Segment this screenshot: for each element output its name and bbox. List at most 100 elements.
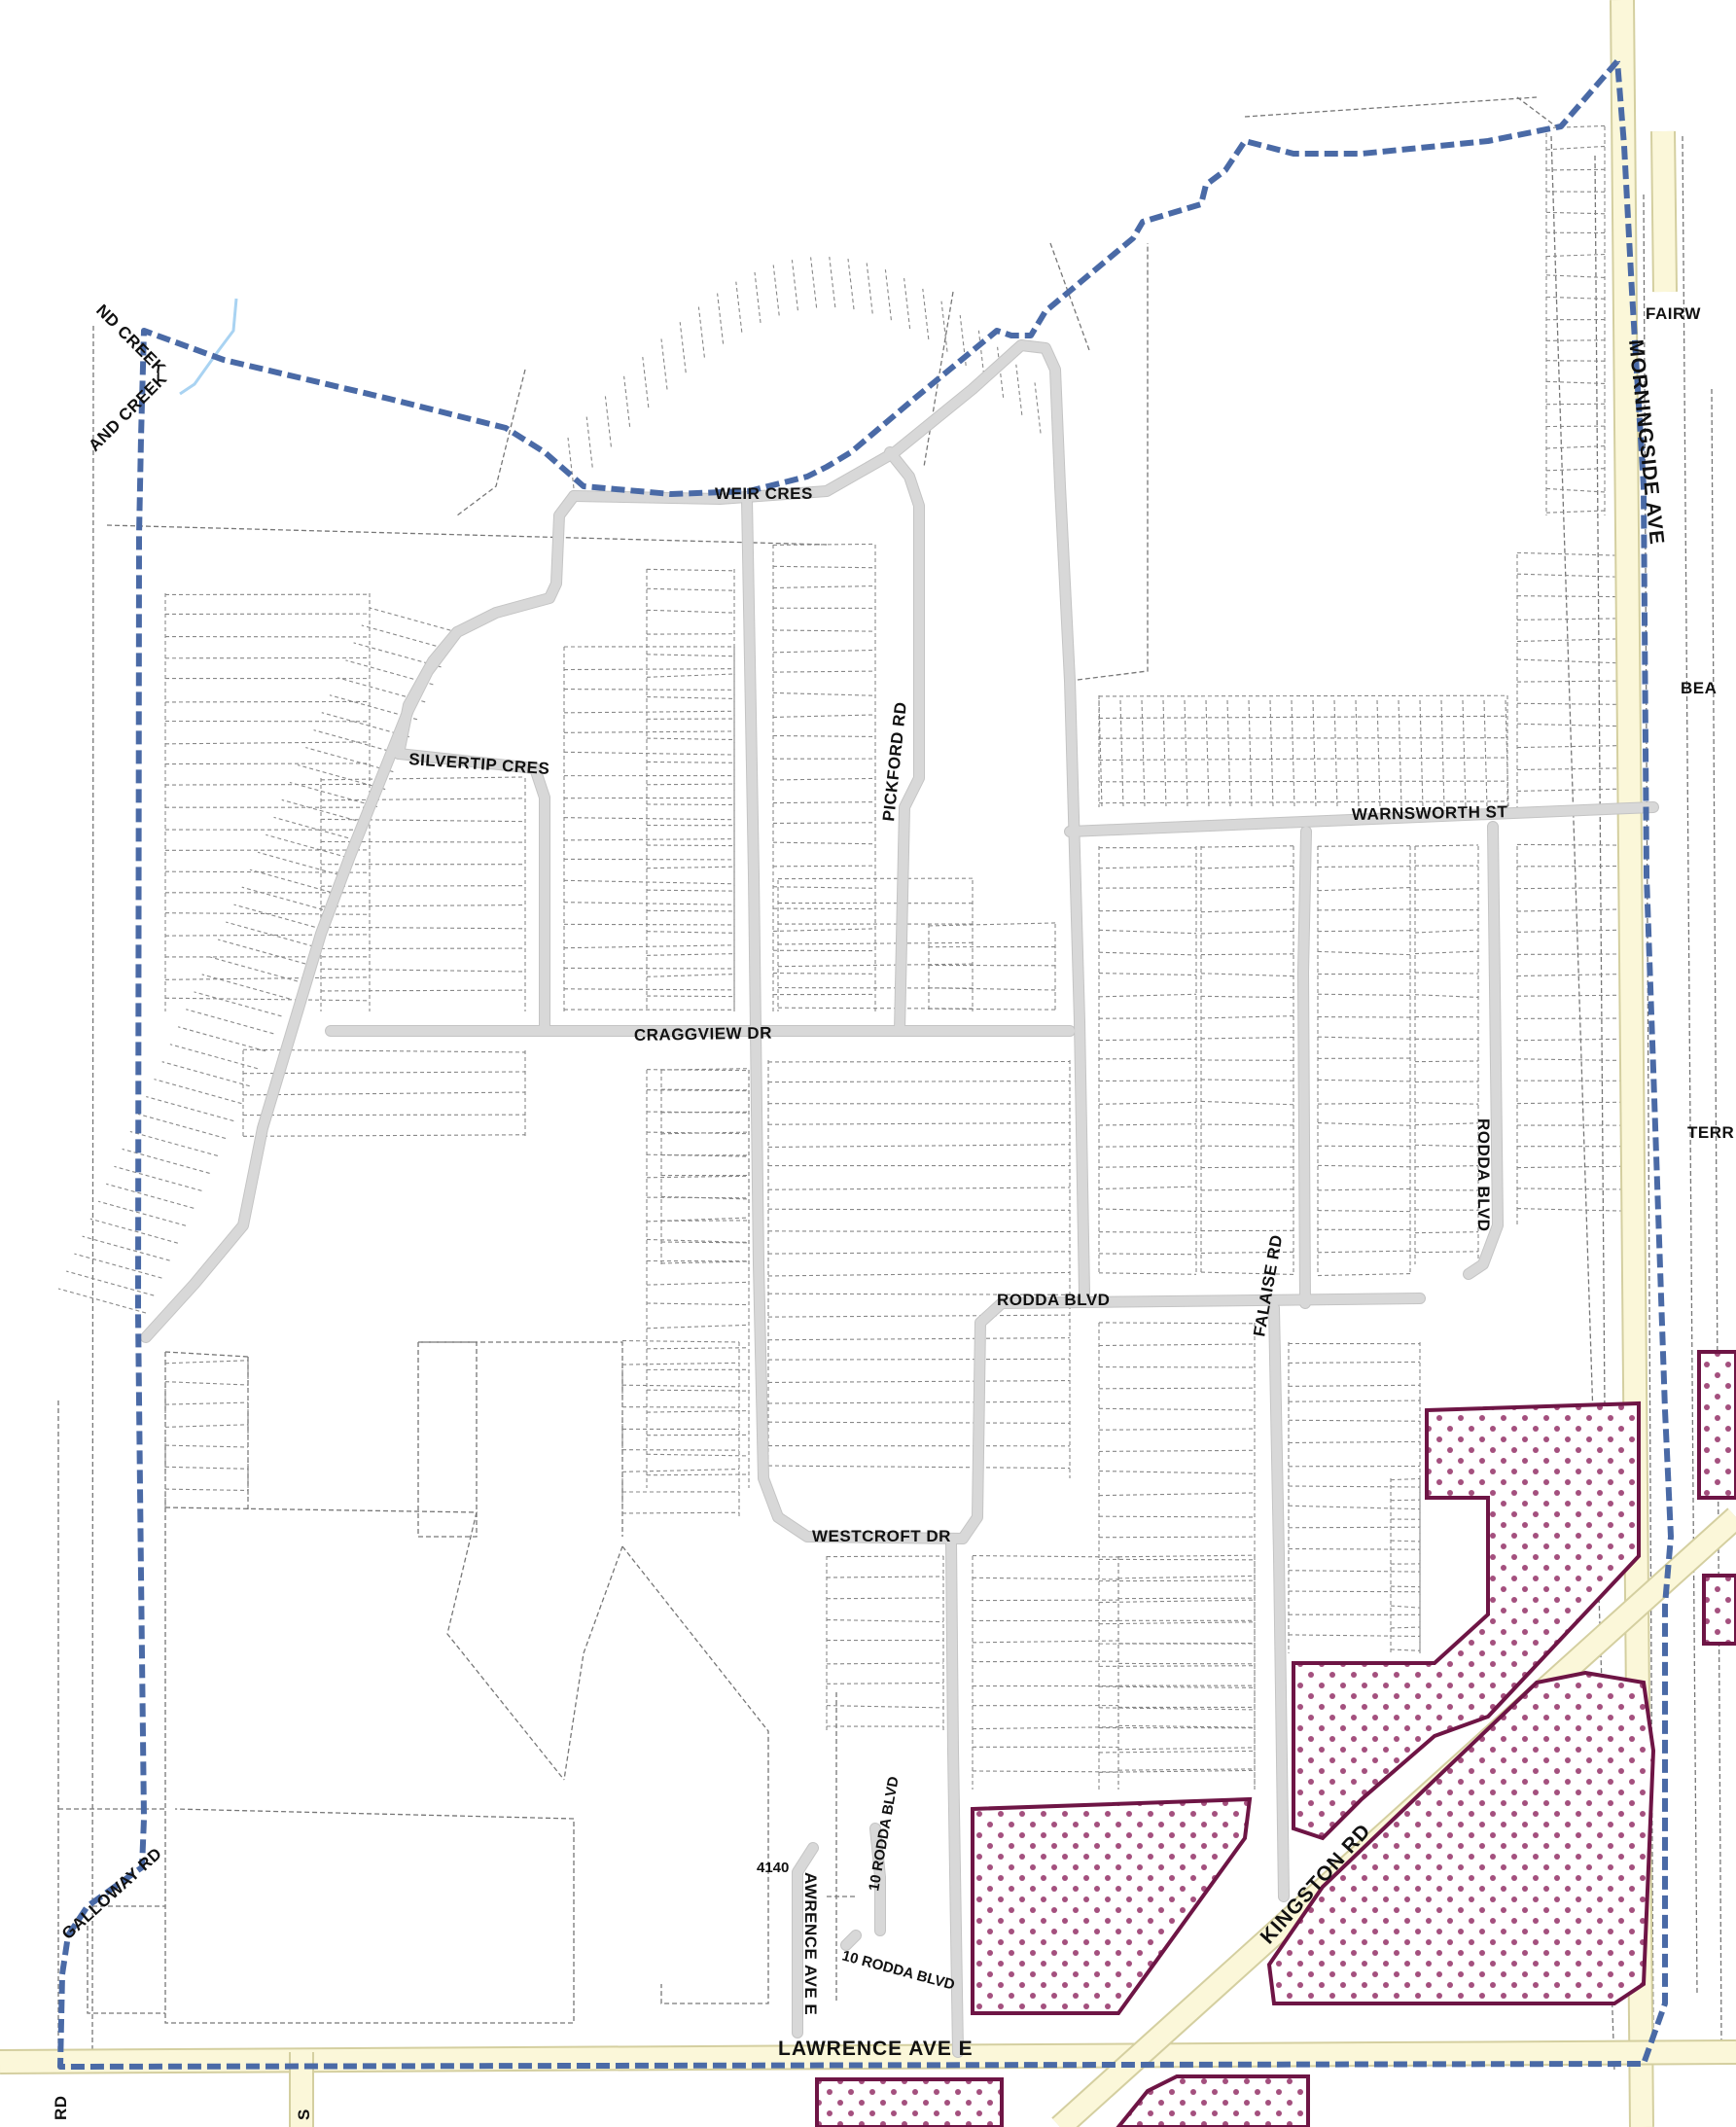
lot-line: [647, 1454, 749, 1456]
label-creek-lower: AND CREEK: [85, 370, 170, 455]
local-road: [846, 1935, 856, 1945]
lot-line: [1463, 700, 1466, 807]
lot-line: [1415, 1232, 1478, 1233]
lot-line: [1099, 1124, 1196, 1125]
lot-line: [1517, 681, 1624, 682]
label-lawrence-ave-e-address: AWRENCE AVE E: [801, 1872, 820, 2015]
lot-line: [1484, 700, 1487, 807]
lot-line: [1099, 1429, 1255, 1430]
lot-line: [1099, 1622, 1255, 1624]
lot-line: [564, 818, 734, 820]
lot-line: [1099, 716, 1507, 718]
lot-line: [1201, 1038, 1293, 1039]
lot-line: [162, 1062, 250, 1086]
lot-line: [242, 887, 330, 911]
lot-line: [1391, 1627, 1420, 1628]
label-rodda-blvd-east: RODDA BLVD: [1474, 1118, 1493, 1231]
lot-line: [1099, 1146, 1196, 1147]
lot-line: [1517, 1166, 1624, 1167]
lot-line: [1415, 930, 1478, 933]
lot-line: [1391, 1649, 1420, 1650]
lot-line: [1318, 1103, 1410, 1104]
lot-line: [811, 257, 817, 307]
local-road: [1303, 832, 1306, 1303]
lot-line: [1099, 952, 1196, 955]
lot-line: [165, 1382, 248, 1385]
lot-line: [1099, 994, 1196, 997]
lot-line: [1201, 1016, 1293, 1018]
lot-line: [1163, 700, 1166, 807]
lot-line: [568, 438, 574, 488]
lot-line: [186, 1010, 273, 1034]
lot-line: [1142, 700, 1145, 807]
lot-line: [1517, 888, 1624, 889]
lot-line: [1517, 1059, 1624, 1061]
lot-line: [1517, 975, 1624, 976]
lot-line: [773, 630, 875, 631]
lot-line: [165, 1402, 248, 1404]
lot-line: [1289, 1506, 1420, 1508]
lot-line: [1318, 846, 1410, 847]
lot-line: [1099, 1450, 1255, 1451]
label-bea: BEA: [1681, 679, 1717, 697]
lot-line: [1415, 1061, 1478, 1062]
lot-line: [178, 1027, 266, 1051]
lot-line: [773, 974, 875, 975]
label-silvertip-cres: SILVERTIP CRES: [408, 750, 550, 778]
lot-line: [605, 396, 611, 446]
lot-line: [1334, 700, 1337, 807]
lot-line: [1391, 1478, 1420, 1479]
lot-line: [564, 989, 734, 990]
lot-line: [250, 869, 337, 894]
lot-line: [1415, 1081, 1478, 1082]
lot-line: [1517, 789, 1624, 791]
lot-line: [564, 839, 734, 840]
lot-line: [647, 1474, 749, 1475]
lot-line: [1415, 973, 1478, 974]
lot-line: [1517, 639, 1624, 642]
lot-line: [165, 998, 370, 1001]
lot-line: [768, 1123, 1070, 1125]
lot-line: [647, 610, 734, 613]
lot-line: [647, 1090, 749, 1091]
lot-line: [321, 798, 525, 800]
lot-line: [1201, 974, 1293, 976]
lot-line: [1118, 1769, 1255, 1770]
lot-line: [773, 566, 875, 567]
label-westcroft-dr: WESTCROFT DR: [812, 1527, 951, 1545]
label-s-corner: S: [295, 2109, 313, 2120]
lot-line: [1118, 1576, 1255, 1578]
lot-line: [1099, 1254, 1196, 1255]
lot-line: [74, 1254, 161, 1278]
lot-line: [973, 1771, 1118, 1772]
lot-line: [647, 996, 734, 997]
lot-line: [1517, 1102, 1624, 1103]
lot-line: [564, 968, 734, 969]
lot-line: [941, 301, 947, 352]
label-terr: TERR: [1687, 1123, 1734, 1142]
lot-line: [1201, 1189, 1293, 1190]
lot-line: [827, 1598, 943, 1599]
lot-line: [973, 1556, 1118, 1557]
lot-line: [827, 1556, 943, 1557]
lot-line: [647, 1197, 749, 1198]
lot-line: [165, 1445, 248, 1447]
lot-line: [362, 625, 449, 650]
lot-line: [1099, 1600, 1255, 1602]
lot-line: [827, 1620, 943, 1622]
lot-line: [647, 1348, 749, 1349]
local-road-edge: [146, 496, 574, 1337]
lot-line: [768, 1315, 1070, 1317]
lot-line: [564, 880, 734, 884]
lot-line: [1318, 1251, 1410, 1253]
lot-line: [564, 711, 734, 713]
lot-line: [1391, 1500, 1420, 1501]
lot-line: [773, 715, 875, 717]
lot-line: [848, 259, 854, 309]
label-craggview-dr: CRAGGVIEW DR: [634, 1024, 772, 1045]
lot-line: [647, 910, 734, 911]
lot-line: [165, 935, 370, 936]
lot-line: [1099, 910, 1196, 911]
lot-line: [165, 701, 370, 702]
